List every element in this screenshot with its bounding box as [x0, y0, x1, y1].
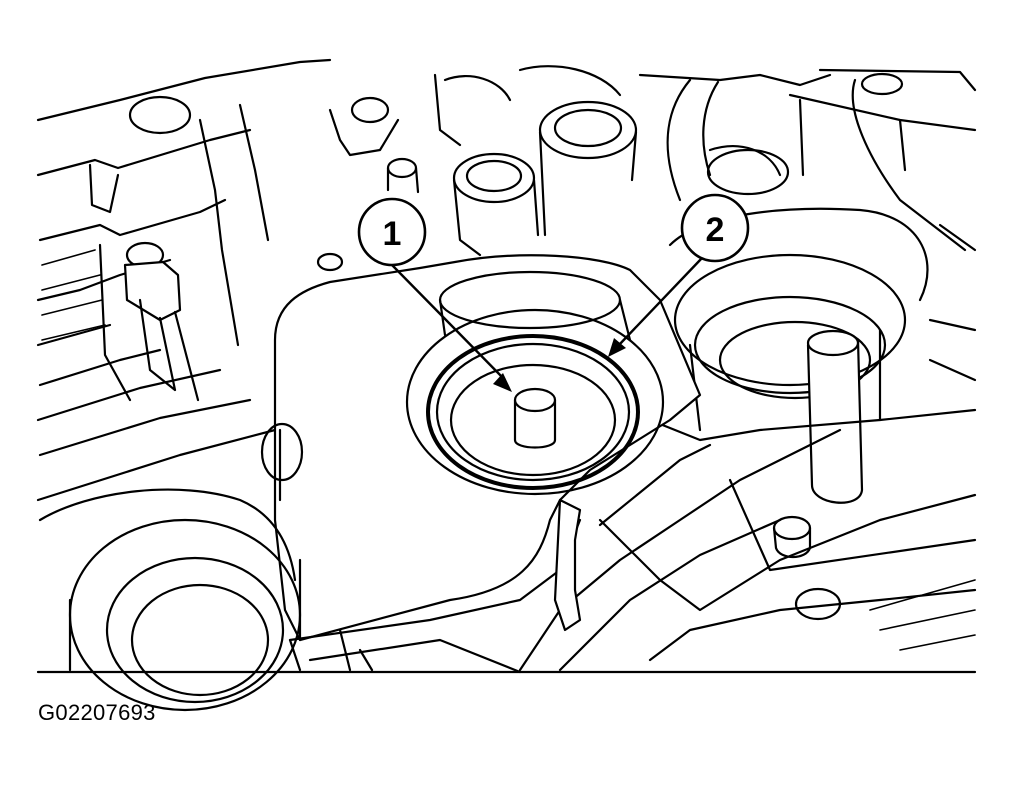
dowel-pin [513, 398, 557, 449]
top-bosses [316, 65, 638, 272]
central-bore [405, 270, 665, 496]
callout-1-circle [357, 197, 427, 267]
upper-right-casting [638, 68, 977, 382]
callout-1-arrowhead [493, 373, 512, 392]
left-bolt [123, 241, 200, 402]
right-bore [668, 207, 929, 559]
callout-2-number: 2 [706, 211, 725, 249]
figure-code: G02207693 [38, 700, 156, 725]
callout-2-arrowhead [608, 338, 626, 357]
callout-1: 1 [357, 197, 512, 392]
callout-2-circle [680, 193, 750, 263]
o-ring-seal [426, 334, 640, 490]
lower-left-bore [38, 488, 522, 712]
central-housing [260, 254, 712, 642]
lower-right-casting [518, 408, 977, 672]
callout-1-number: 1 [383, 215, 402, 253]
callout-2: 2 [608, 193, 750, 357]
